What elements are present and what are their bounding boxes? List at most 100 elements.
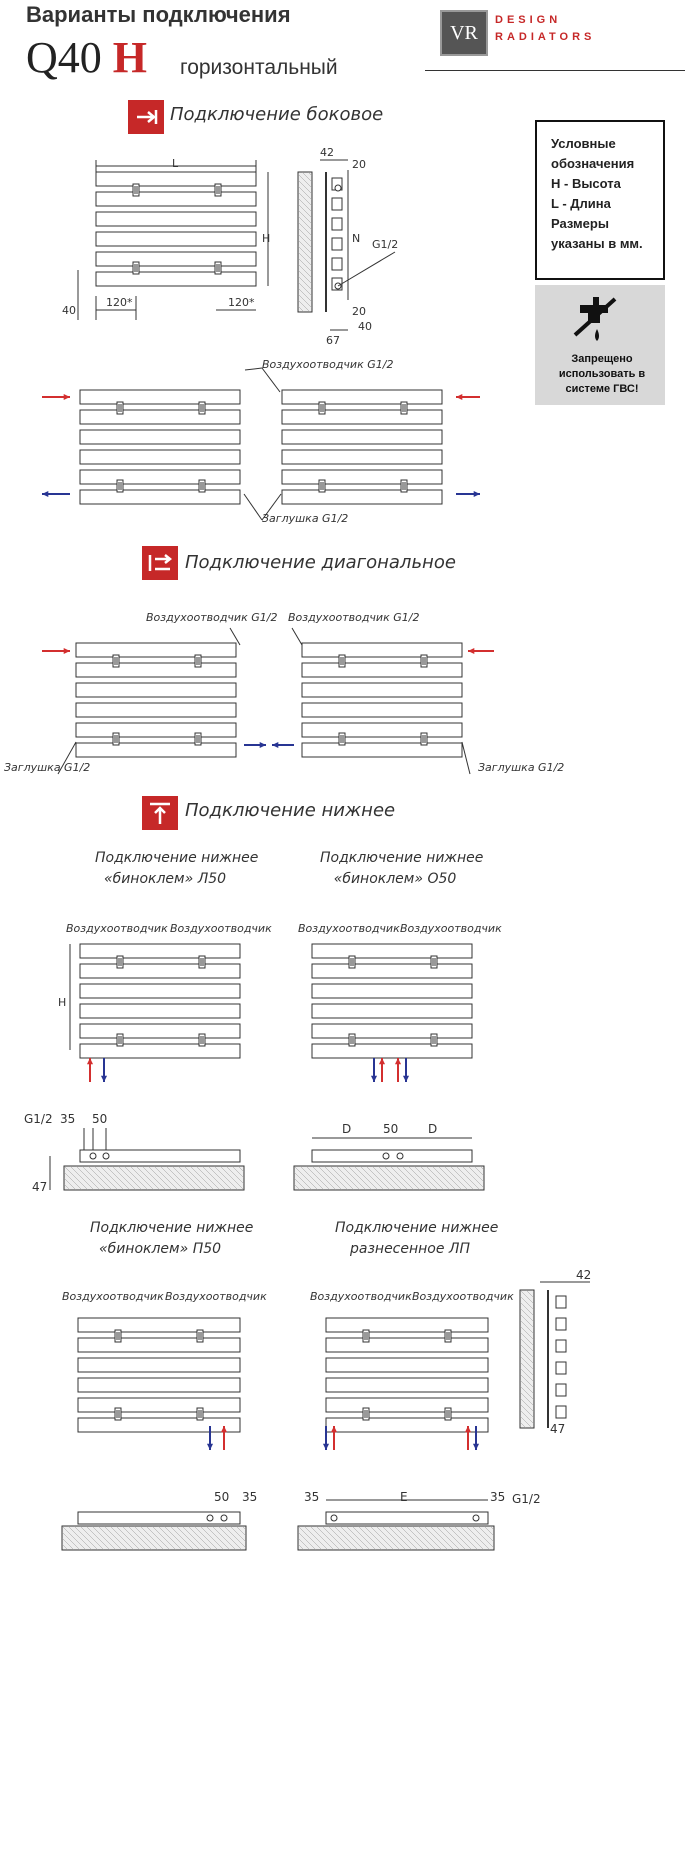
- leader-line: [261, 493, 282, 521]
- legend-length: L - Длина: [551, 196, 611, 211]
- radiator-tube: [79, 943, 241, 959]
- hatch-line: [193, 1525, 219, 1551]
- hatch-line: [375, 1525, 401, 1551]
- dim-20-bottom: 20: [352, 305, 366, 318]
- hatch-line: [297, 203, 313, 219]
- hatch-line: [519, 1385, 535, 1401]
- radiator-tube: [75, 682, 237, 698]
- wall-hatch: [519, 1289, 535, 1429]
- hatch-line: [377, 1165, 403, 1191]
- hatch-line: [399, 1525, 425, 1551]
- hatch-line: [297, 1537, 311, 1551]
- hatch-line: [389, 1165, 415, 1191]
- wall-bracket: [348, 1033, 356, 1047]
- model-name: Q40 H: [26, 36, 147, 80]
- hatch-line: [99, 1165, 125, 1191]
- leader-line: [261, 367, 281, 393]
- hatch-line: [87, 1165, 113, 1191]
- radiator-tube: [301, 662, 463, 678]
- hatch-line: [133, 1525, 159, 1551]
- hatch-line: [309, 1525, 335, 1551]
- radiator-tube: [95, 211, 257, 227]
- wall-bracket: [112, 654, 120, 668]
- wall-bracket: [420, 732, 428, 746]
- radiator-tube: [95, 271, 257, 287]
- brand-logo: VR: [440, 10, 488, 56]
- hatch-line: [129, 1165, 155, 1191]
- legend-height: H - Высота: [551, 176, 621, 191]
- dim-E: E: [400, 1490, 408, 1504]
- hatch-line: [157, 1525, 183, 1551]
- radiator-tube: [79, 409, 241, 425]
- label-plug-diag-left: Заглушка G1/2: [4, 761, 91, 774]
- section-side-title: Подключение боковое: [170, 104, 384, 125]
- hatch-line: [297, 221, 313, 237]
- page-title: Варианты подключения: [26, 2, 291, 27]
- label-air-vent-lp-right: Воздухоотводчик: [412, 1290, 514, 1303]
- radiator-tube: [77, 1317, 241, 1333]
- hatch-line: [429, 1525, 455, 1551]
- hatch-line: [297, 245, 313, 261]
- tube-profile: [555, 1295, 567, 1309]
- hatch-line: [519, 1367, 535, 1383]
- hatch-line: [423, 1525, 449, 1551]
- dim-47-l50: 47: [32, 1180, 48, 1194]
- leader-line: [57, 741, 77, 775]
- caption-p50-line1: Подключение нижнее: [90, 1220, 254, 1236]
- dim-H-l50: H: [58, 996, 67, 1009]
- hatch-line: [139, 1525, 165, 1551]
- hatch-line: [169, 1525, 195, 1551]
- radiator-tube: [77, 1357, 241, 1373]
- caption-p50-line2: «биноклем» П50: [98, 1241, 222, 1257]
- hatch-line: [97, 1525, 123, 1551]
- radiator-tube: [77, 1417, 241, 1433]
- wall-bracket: [114, 1407, 122, 1421]
- hatch-line: [141, 1165, 167, 1191]
- hatch-line: [63, 1177, 77, 1191]
- radiator-plan: [311, 1149, 473, 1163]
- dim-D-left: D: [342, 1122, 352, 1136]
- hatch-line: [201, 1165, 227, 1191]
- hatch-line: [387, 1525, 413, 1551]
- flow-out-blue-head: [42, 490, 49, 498]
- hatch-line: [181, 1525, 207, 1551]
- dim-L: L: [172, 157, 179, 170]
- hatch-line: [187, 1525, 213, 1551]
- hatch-line: [413, 1165, 439, 1191]
- diagonal-connection-icon: [142, 546, 178, 580]
- hatch-line: [519, 1397, 535, 1413]
- radiator-tube: [95, 171, 257, 187]
- radiator-tube: [301, 742, 463, 758]
- no-tap-water-icon: [573, 297, 617, 341]
- label-air-vent-l50-left: Воздухоотводчик: [66, 922, 168, 935]
- wall-bracket: [214, 183, 222, 197]
- hatch-line: [165, 1165, 191, 1191]
- hatch-line: [471, 1525, 495, 1549]
- radiator-tube: [75, 662, 237, 678]
- hatch-line: [519, 1373, 535, 1389]
- hatch-line: [293, 1177, 307, 1191]
- hatch-line: [297, 293, 313, 309]
- valve-circle: [472, 1514, 480, 1522]
- hatch-line: [183, 1165, 209, 1191]
- tube-profile: [331, 237, 343, 251]
- hatch-line: [199, 1525, 225, 1551]
- radiator-tube: [301, 682, 463, 698]
- legend-title: Условные обозначения: [551, 136, 635, 171]
- hatch-line: [61, 1531, 81, 1551]
- valve-circle: [102, 1152, 110, 1160]
- leader-line: [243, 493, 263, 521]
- model-variant: горизонтальный: [180, 56, 338, 79]
- hatch-line: [431, 1165, 457, 1191]
- floor-hatch: [293, 1165, 485, 1191]
- hatch-line: [81, 1165, 107, 1191]
- hatch-line: [519, 1343, 535, 1359]
- wall-bracket: [116, 401, 124, 415]
- hatch-line: [359, 1165, 385, 1191]
- radiator-plan: [325, 1511, 489, 1525]
- caption-o50-line2: «биноклем» О50: [333, 871, 457, 887]
- valve-circle: [220, 1514, 228, 1522]
- hatch-line: [105, 1165, 131, 1191]
- hatch-line: [519, 1403, 535, 1419]
